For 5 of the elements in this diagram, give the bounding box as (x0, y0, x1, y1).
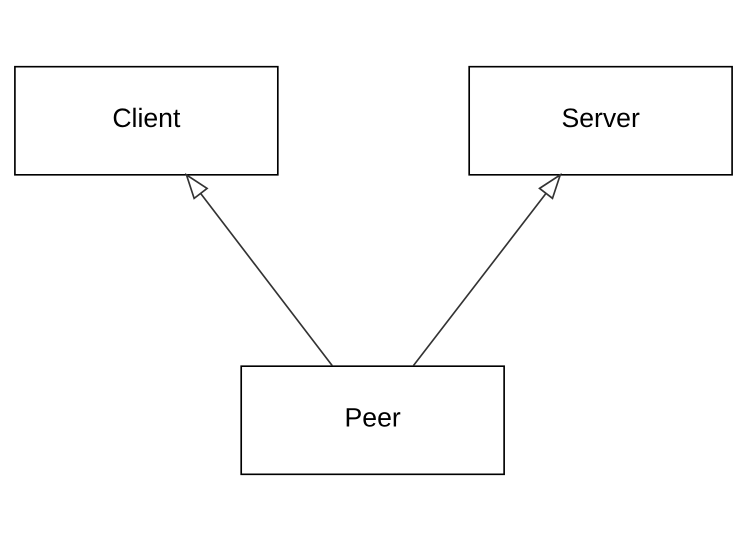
node-box: Server (468, 65, 733, 176)
arrow (184, 172, 333, 366)
node-box: Client (14, 65, 279, 176)
node-box: Peer (240, 364, 505, 475)
arrow (412, 172, 562, 366)
